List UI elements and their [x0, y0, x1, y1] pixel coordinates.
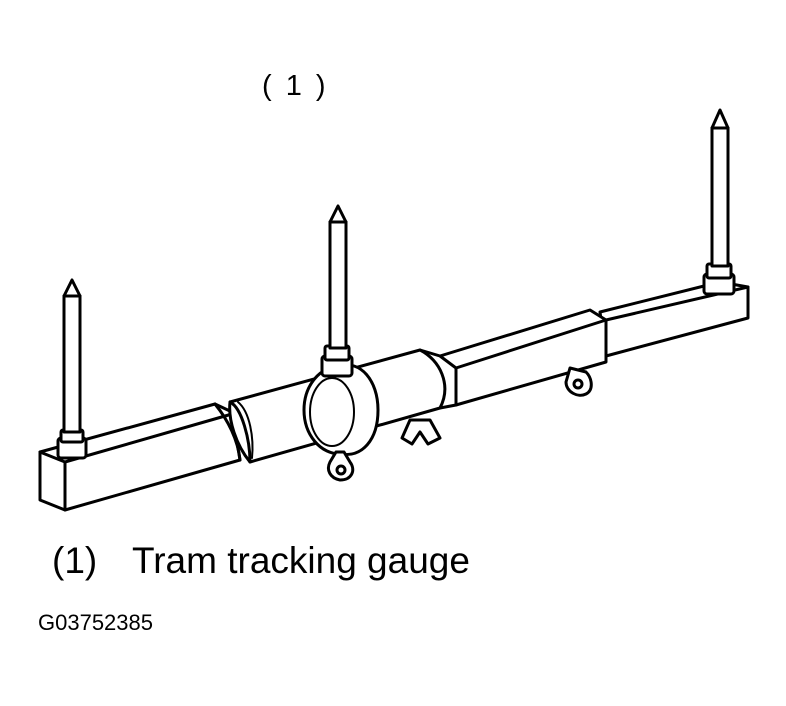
- left-pointer: [56, 278, 88, 460]
- figure-caption: (1) Tram tracking gauge: [52, 540, 470, 582]
- caption-number: (1): [52, 540, 98, 581]
- wing-nut-tube: [400, 418, 442, 446]
- right-pointer: [702, 108, 736, 296]
- left-bar-segment: [38, 402, 242, 512]
- wing-nut-center: [326, 450, 355, 482]
- callout-label: ( 1 ): [262, 70, 329, 102]
- middle-sleeve: [302, 363, 380, 457]
- caption-text: Tram tracking gauge: [132, 540, 470, 581]
- center-pointer: [320, 204, 354, 378]
- figure-id: G03752385: [38, 610, 153, 635]
- wing-nut-sleeve: [564, 366, 593, 397]
